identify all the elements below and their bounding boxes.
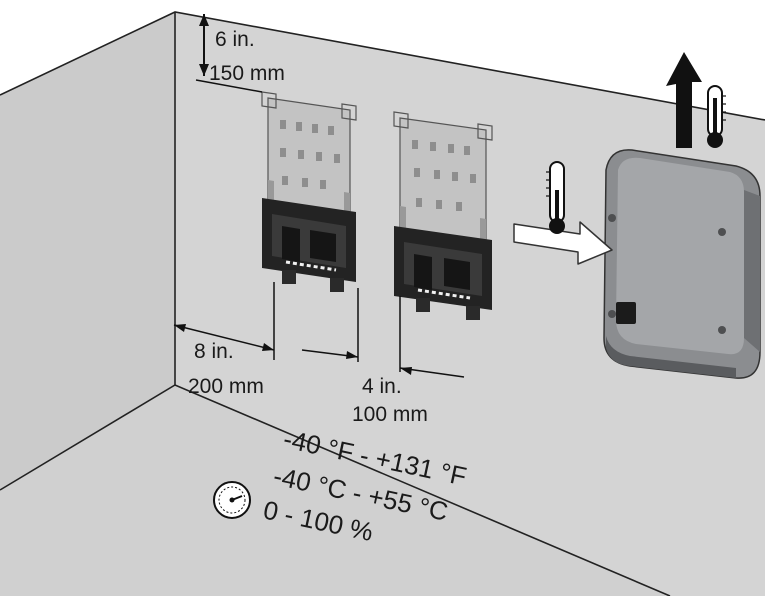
- mounting-bracket-1: [261, 91, 357, 292]
- left-wall: [0, 12, 175, 490]
- top-clearance-imperial: 6 in.: [215, 28, 255, 51]
- air-inflow-arrow-icon: [513, 221, 613, 265]
- top-clearance-dimension: [195, 14, 263, 93]
- side-clearance-dimension: [173, 282, 275, 360]
- thermometer-icon: [546, 161, 565, 234]
- hygrometer-icon: [213, 481, 251, 519]
- mounting-bracket-2: [393, 111, 493, 320]
- between-clearance-imperial: 4 in.: [362, 375, 402, 398]
- air-outflow-arrow-icon: [666, 52, 702, 148]
- side-clearance-imperial: 8 in.: [194, 340, 234, 363]
- side-clearance-metric: 200 mm: [188, 375, 264, 398]
- floor: [0, 385, 670, 596]
- top-clearance-metric: 150 mm: [209, 62, 285, 85]
- inverter: [603, 149, 761, 379]
- between-clearance-dimension: [301, 288, 465, 378]
- inverter-display: [616, 302, 636, 324]
- thermometer-outlet-icon: [707, 85, 726, 148]
- room-edge-floor: [0, 384, 671, 596]
- between-clearance-metric: 100 mm: [352, 403, 428, 426]
